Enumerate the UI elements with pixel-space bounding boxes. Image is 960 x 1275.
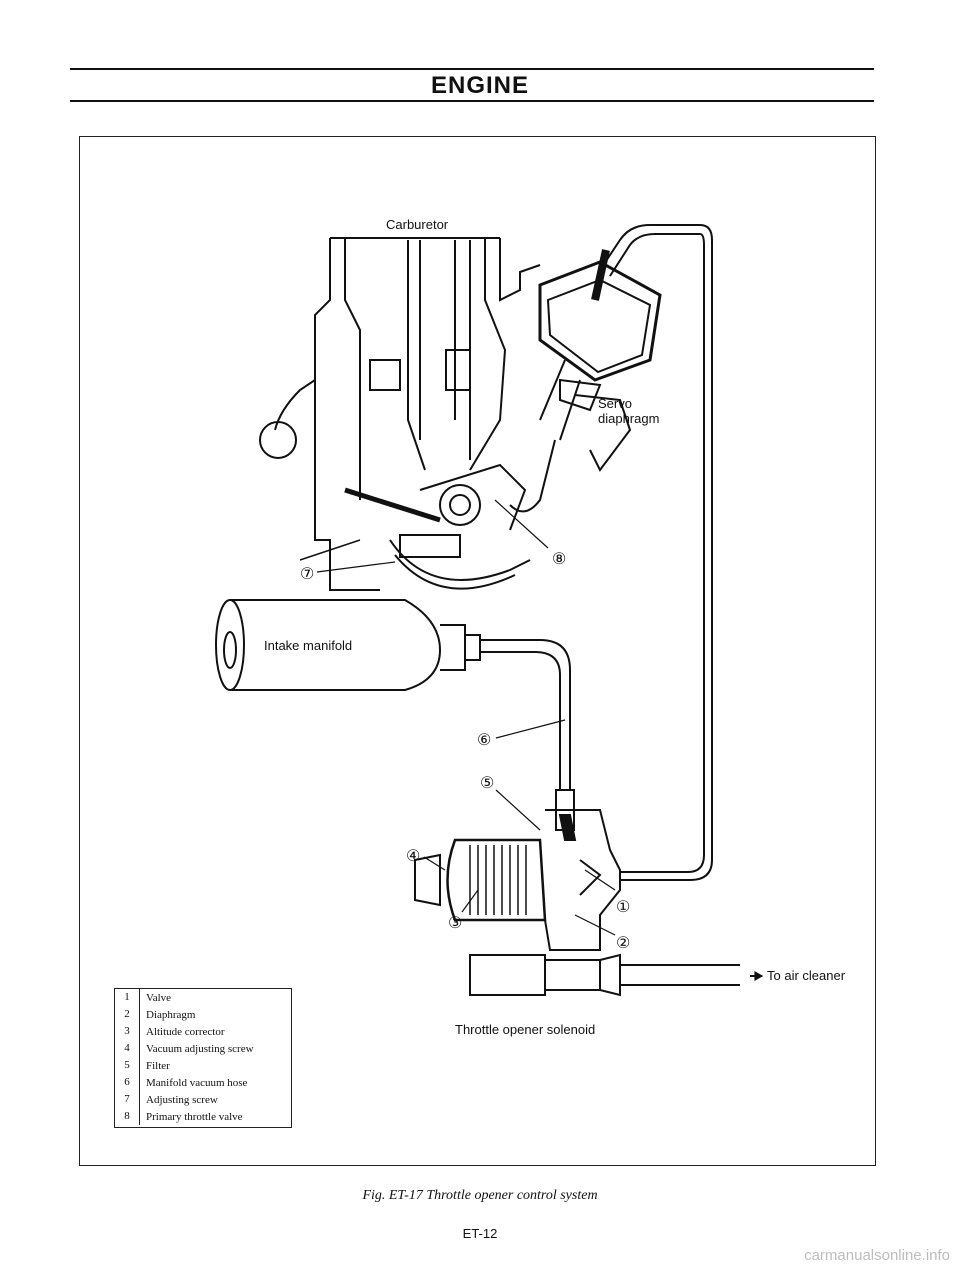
diaphragm-label: diaphragm xyxy=(598,411,660,426)
intake-manifold-label: Intake manifold xyxy=(264,638,353,653)
callout-5: ⑤ xyxy=(480,775,495,792)
callout-8: ⑧ xyxy=(552,551,567,568)
callout-1: ① xyxy=(616,899,631,916)
callout-2: ② xyxy=(616,935,631,952)
page-number: ET-12 xyxy=(462,1226,498,1241)
callout-4: ④ xyxy=(406,848,421,865)
page-header-title: ENGINE xyxy=(430,72,529,99)
carburetor-label: Carburetor xyxy=(386,217,449,232)
servo-to-solenoid-hose xyxy=(591,224,713,881)
solenoid-assembly xyxy=(414,809,740,997)
figure-caption: Fig. ET-17 Throttle opener control syste… xyxy=(362,1188,598,1203)
servo-label: Servo xyxy=(598,396,632,411)
callout-7: ⑦ xyxy=(300,566,315,583)
header-rule-top xyxy=(70,68,874,70)
watermark-text: carmanualsonline.info xyxy=(804,1247,950,1264)
carburetor-body xyxy=(259,237,581,591)
callout-3: ③ xyxy=(448,915,463,932)
callout-leaders xyxy=(316,499,764,982)
manifold-vacuum-hose-path xyxy=(480,639,575,831)
callout-6: ⑥ xyxy=(477,732,492,749)
header-rule-bottom xyxy=(70,100,874,102)
throttle-opener-solenoid-label: Throttle opener solenoid xyxy=(455,1022,596,1037)
intake-manifold xyxy=(215,599,481,691)
figure-frame xyxy=(79,136,876,1166)
to-air-cleaner-label: To air cleaner xyxy=(767,968,846,983)
